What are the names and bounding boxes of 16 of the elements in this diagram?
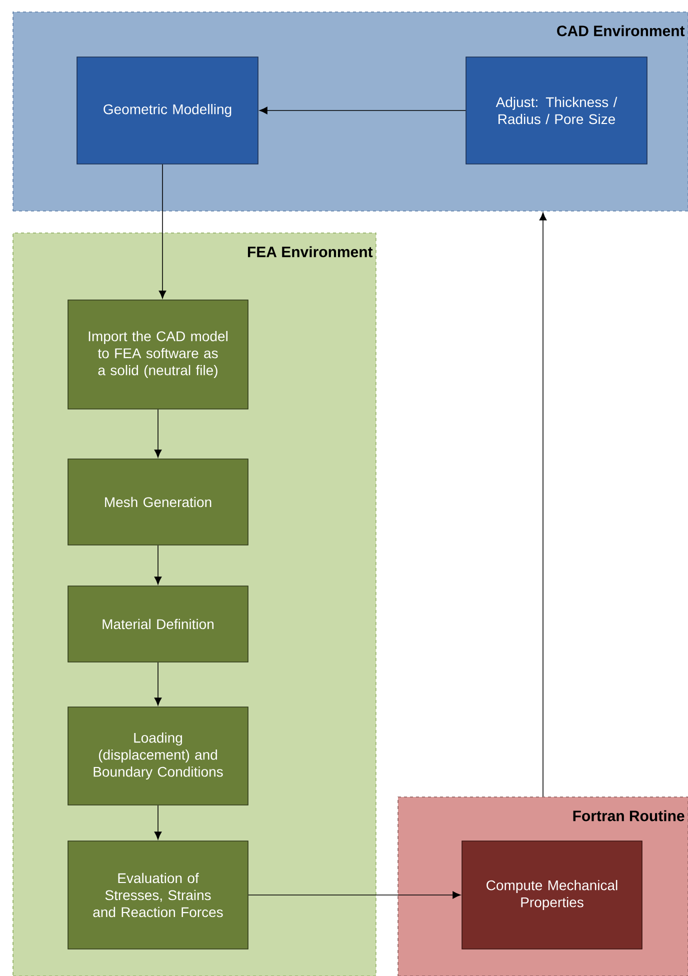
process-box: Adjust: Thickness / Radius / Pore Size	[466, 56, 648, 164]
process-box: Mesh Generation	[68, 458, 248, 546]
arrow	[158, 164, 166, 299]
process-box: Geometric Modelling	[76, 56, 258, 164]
arrow	[154, 662, 162, 706]
arrow	[154, 805, 162, 840]
process-box: Import the CAD model to FEA software as a solid (neutral file)	[68, 300, 248, 410]
process-box: Compute Mechanical Properties	[462, 840, 642, 950]
process-box: Evaluation of Stresses, Strains and Reaction Forces	[68, 840, 248, 950]
arrow	[248, 891, 461, 899]
process-box: Material Definition	[68, 586, 248, 662]
process-box: Loading (displacement) and Boundary Conditions	[68, 706, 248, 806]
arrow	[154, 545, 162, 585]
arrow	[259, 106, 466, 114]
arrow	[154, 409, 162, 458]
arrow	[539, 212, 547, 797]
